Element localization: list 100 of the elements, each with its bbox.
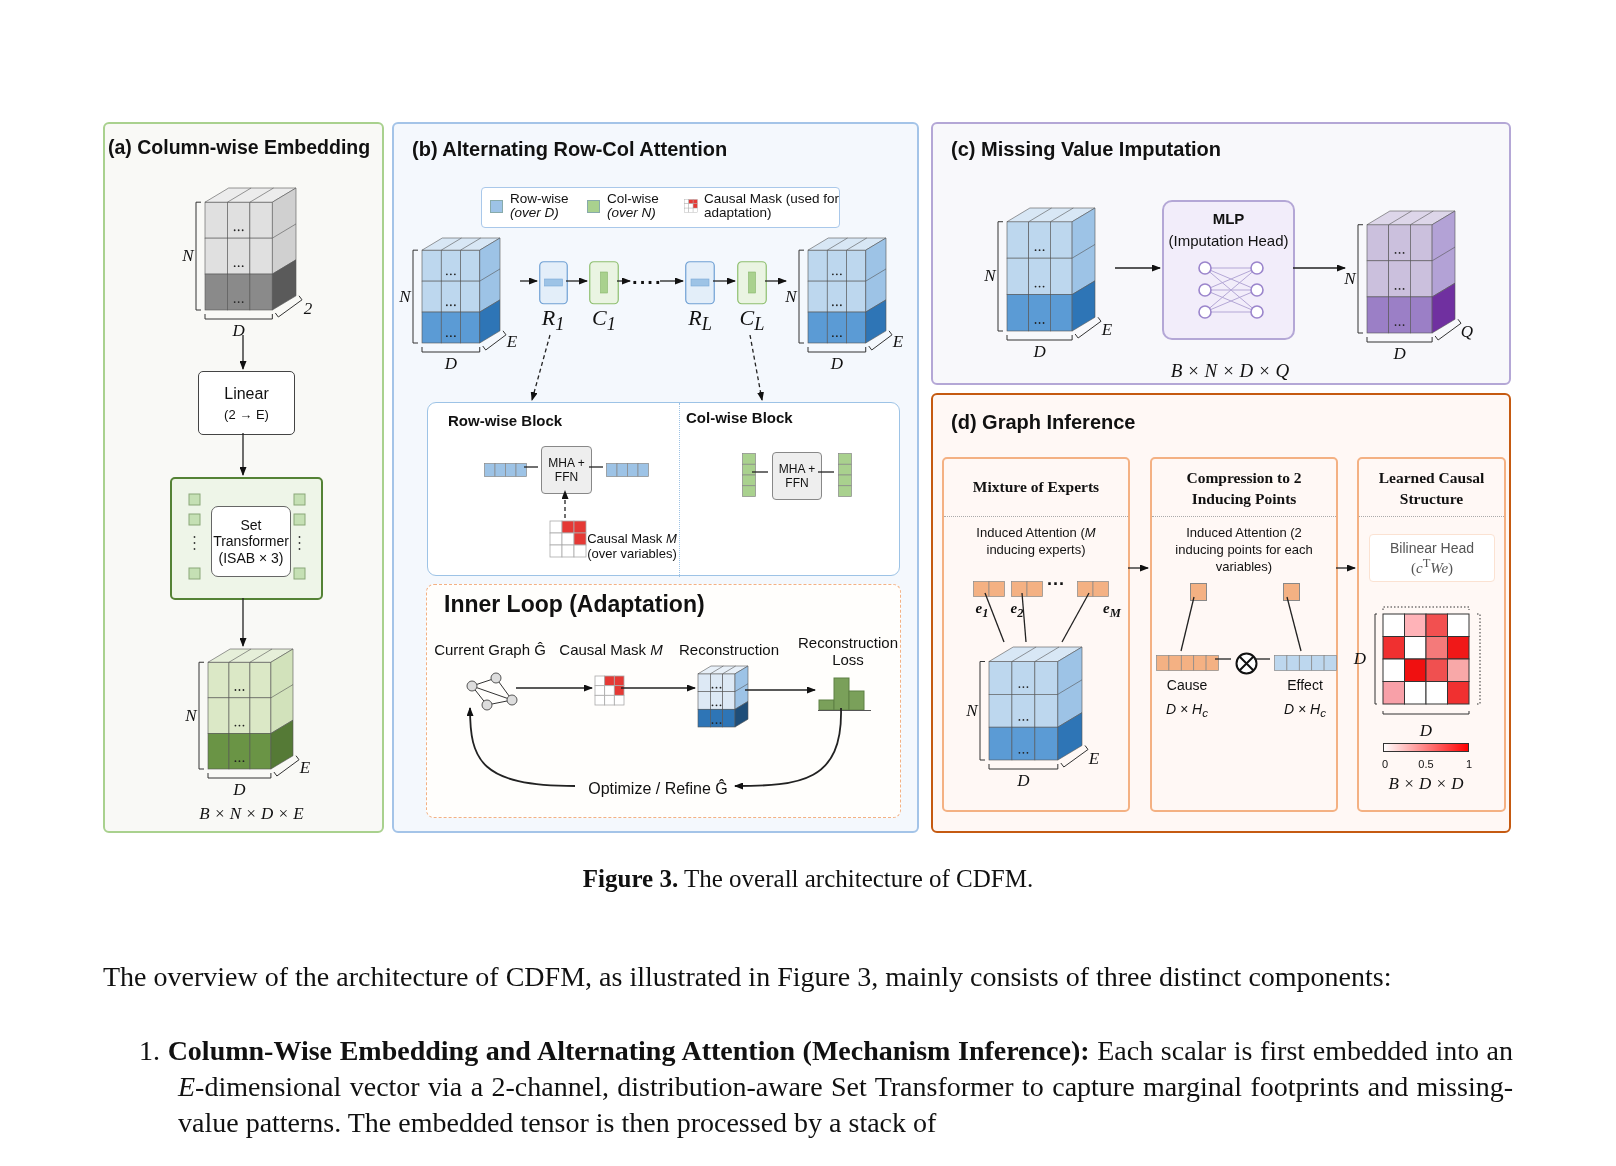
step-caption: Causal Mask M — [559, 640, 663, 658]
panel-subtitle: Induced Attention (2 inducing points for each variables) — [1174, 525, 1314, 576]
dashed-arrow — [561, 490, 569, 519]
expert-label: e$_{2}$ — [1010, 599, 1024, 621]
panel-title: (a) Column-wise Embedding — [108, 136, 371, 159]
dimension-label: D — [232, 321, 245, 341]
connector-line — [1253, 658, 1271, 660]
dimension-label: E — [506, 332, 518, 352]
dimension-label: E — [1101, 320, 1113, 340]
tick-label: 0 — [1381, 758, 1389, 770]
ellipsis-text: ··· — [1047, 573, 1065, 595]
panel-title: (d) Graph Inference — [951, 411, 1136, 434]
panel-title: (b) Alternating Row-Col Attention — [412, 138, 728, 161]
dimension-label: D — [233, 780, 246, 800]
mask-caption: Causal Mask M (over variables) — [587, 531, 677, 561]
vector-caption: Effect — [1287, 677, 1323, 693]
body-paragraph: The overview of the architecture of CDFM, as illustrated in Figure 3, mainly consists of three distinct components: — [103, 960, 1393, 994]
arrow — [239, 597, 247, 647]
panel-title: Mixture of Experts — [971, 477, 1101, 497]
panel-subtitle: Induced Attention (M inducing experts) — [975, 525, 1097, 559]
dimension-label: D — [444, 354, 457, 374]
arrow — [659, 277, 684, 285]
expert-label: e$_{1}$ — [975, 599, 989, 621]
process-box: MHA + FFN — [772, 452, 822, 500]
arrow — [239, 432, 247, 476]
module-box — [170, 477, 323, 600]
dimension-label: D — [1419, 721, 1433, 741]
panel-title: Inner Loop (Adaptation) — [444, 591, 705, 618]
arrow — [466, 707, 576, 787]
dimension-label: Q — [1460, 322, 1474, 342]
box-subtitle: (Imputation Head) — [1167, 232, 1290, 249]
shape-label: B × N × D × Q — [1170, 360, 1290, 382]
legend-text: Causal Mask (used for adaptation) — [704, 192, 841, 221]
panel — [931, 122, 1511, 385]
layer-label: C$_{L}$ — [739, 304, 765, 336]
panel — [931, 393, 1511, 833]
dimension-label: N — [399, 286, 411, 307]
dashed-arrow — [749, 334, 764, 401]
arrow — [519, 277, 538, 285]
box-subtitle: (2 → E) — [224, 406, 269, 422]
arrow — [515, 684, 593, 692]
legend-text: Col-wise (over N) — [607, 192, 660, 221]
connector-line — [984, 592, 1005, 643]
arrow — [744, 686, 816, 694]
stage-panel — [942, 457, 1130, 812]
dimension-label: D — [1393, 344, 1406, 364]
process-box — [1369, 534, 1495, 582]
ellipsis-text: ···· — [632, 270, 662, 294]
legend-text: Row-wise (over D) — [510, 192, 570, 221]
dimension-label: 2 — [303, 299, 313, 319]
dimension-label: E — [892, 332, 904, 352]
arrow — [764, 277, 787, 285]
dimension-label: D — [830, 354, 843, 374]
connector-line — [1286, 596, 1302, 652]
connector-line — [1214, 658, 1232, 660]
step-caption: Reconstruction Loss — [796, 634, 900, 668]
panel-title: Row-wise Block — [448, 412, 563, 429]
arrow — [565, 277, 588, 285]
panel — [392, 122, 919, 833]
dimension-label: B × D × D — [1388, 774, 1464, 794]
panel-title: (c) Missing Value Imputation — [951, 138, 1222, 161]
layer-label: R$_{1}$ — [541, 304, 565, 336]
dimension-label: B × N × D × E — [199, 804, 304, 824]
arrow — [239, 334, 247, 370]
connector-line — [817, 471, 835, 473]
box-title: Bilinear Head — [1389, 539, 1475, 556]
dimension-label: E — [1088, 749, 1100, 769]
layer-label: R$_{L}$ — [688, 304, 712, 336]
loop-panel — [426, 584, 901, 818]
dimension-label: N — [182, 246, 194, 267]
block-container — [427, 402, 900, 576]
box-title: MLP — [1211, 210, 1246, 227]
figure-caption: Figure 3. The overall architecture of CDFM. — [582, 865, 1034, 893]
dimension-label: D — [1353, 649, 1367, 669]
connector-line — [588, 466, 604, 468]
step-caption: Current Graph Ĝ — [434, 640, 546, 658]
connector-line — [1061, 592, 1090, 643]
tick-label: 1 — [1465, 758, 1473, 770]
process-box: Set Transformer (ISAB × 3) — [211, 506, 291, 577]
process-box — [198, 371, 295, 435]
vector-caption: Cause — [1166, 677, 1208, 693]
arrow — [734, 707, 842, 790]
dimension-label: N — [966, 700, 978, 721]
dimension-label: N — [1344, 268, 1356, 289]
step-caption: Reconstruction — [678, 640, 780, 658]
dashed-arrow — [530, 334, 551, 401]
arrow — [712, 277, 736, 285]
panel — [103, 122, 384, 833]
panel-title: Col-wise Block — [686, 409, 793, 426]
formula-text: (c$^{T}$We) — [1410, 555, 1454, 577]
stage-panel — [1150, 457, 1338, 812]
box-title: Linear — [224, 384, 269, 403]
list-item-text: 1. Column-Wise Embedding and Alternating Attention (Mechanism Inference): Each scalar is first embedded into an E-dimensional vector via a 2-channel, distribution-aware Set Transformer to capture marginal footprints and missing-value patterns. The embedded tensor is then processed by a stack of — [139, 1034, 1513, 1140]
expert-label: e$_{M}$ — [1103, 599, 1121, 621]
vector-caption: D × H$_{c}$ — [1284, 700, 1326, 720]
connector-line — [523, 466, 539, 468]
dimension-label: N — [785, 286, 797, 307]
loop-label: Optimize / Refine Ĝ — [578, 778, 738, 800]
arrow — [1127, 564, 1149, 572]
vector-caption: D × H$_{c}$ — [1166, 700, 1208, 720]
